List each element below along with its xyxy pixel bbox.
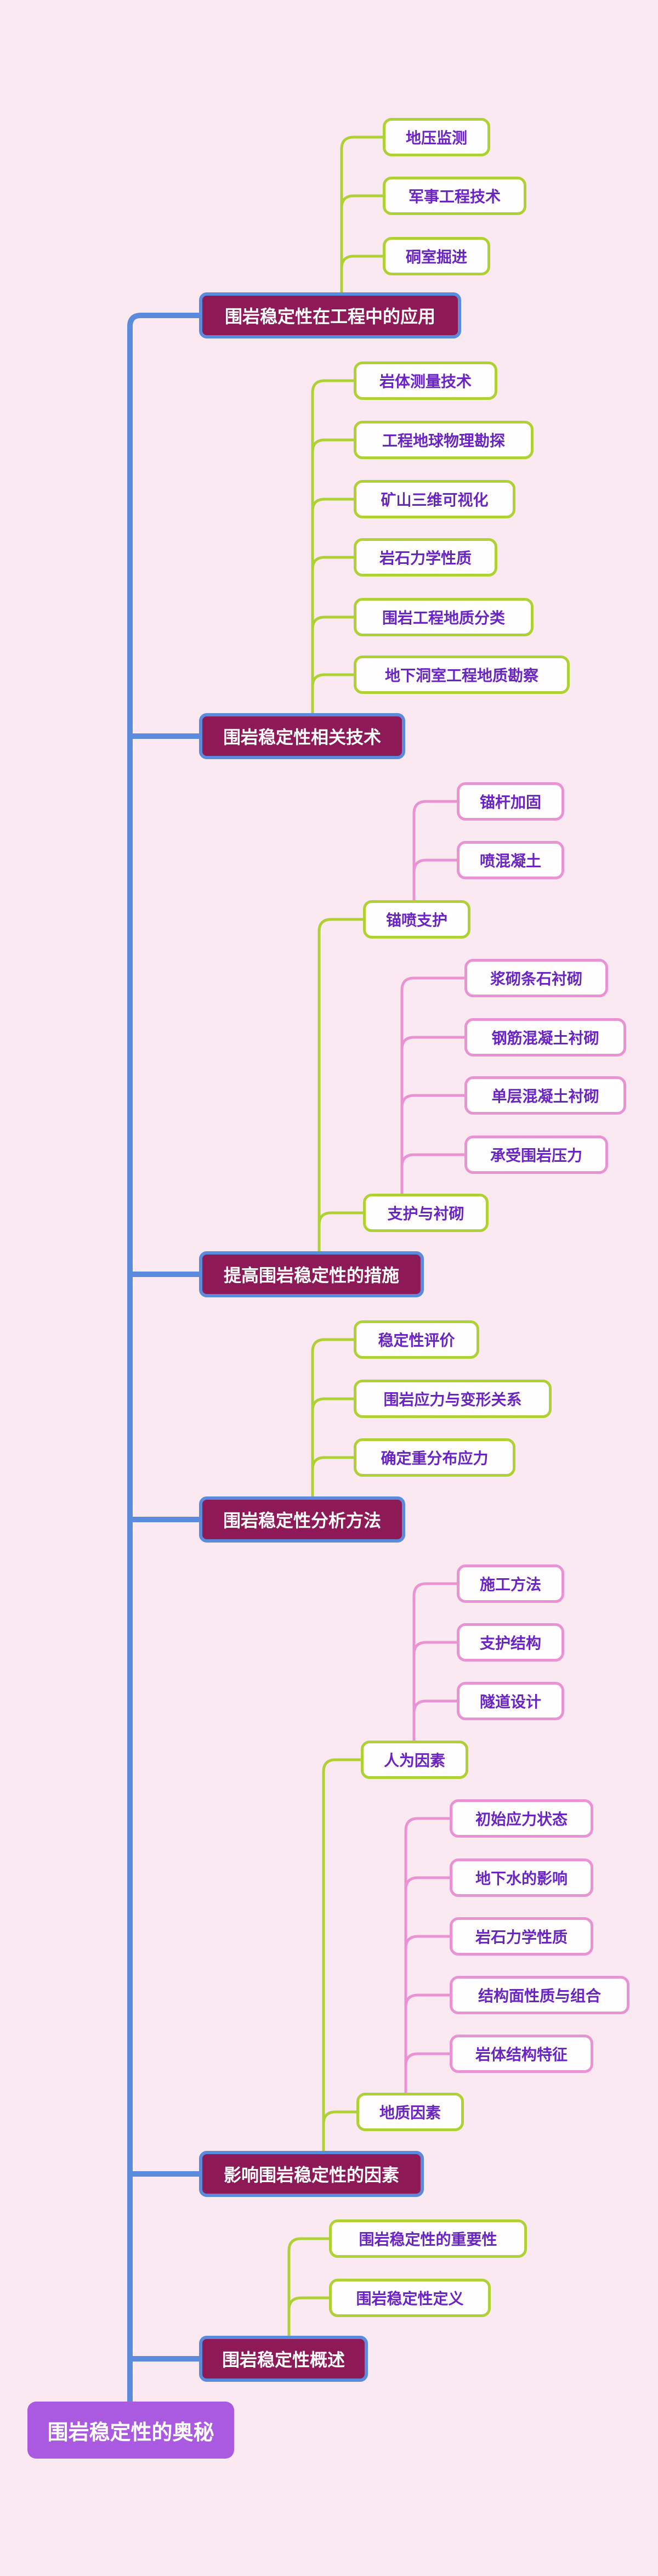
node-rock-mass-structure[interactable]: 岩体结构特征 [450,2035,593,2073]
level2-lines [287,135,384,2337]
node-ground-pressure-monitoring[interactable]: 地压监测 [383,118,490,156]
node-initial-stress-state[interactable]: 初始应力状态 [450,1799,593,1838]
node-groundwater-influence[interactable]: 地下水的影响 [450,1858,593,1897]
node-rock-mass-measurement[interactable]: 岩体测量技术 [354,361,497,400]
spine-lines [127,313,202,2404]
node-engineering-geophysical-exploration[interactable]: 工程地球物理勘探 [354,421,534,459]
branch-overview[interactable]: 围岩稳定性概述 [199,2336,368,2382]
node-chamber-excavation[interactable]: 硐室掘进 [383,237,490,275]
node-support-and-lining[interactable]: 支护与衬砌 [363,1194,489,1232]
node-bolt-shotcrete-support[interactable]: 锚喷支护 [363,900,470,939]
node-underground-cavern-survey[interactable]: 地下洞室工程地质勘察 [354,656,570,694]
node-stability-definition[interactable]: 围岩稳定性定义 [329,2279,491,2317]
node-bear-rock-pressure[interactable]: 承受围岩压力 [464,1136,608,1174]
node-support-structure[interactable]: 支护结构 [457,1623,564,1662]
node-stress-deformation-relation[interactable]: 围岩应力与变形关系 [354,1380,552,1418]
branch-analysis-methods[interactable]: 围岩稳定性分析方法 [199,1496,405,1543]
root-node[interactable]: 围岩稳定性的奥秘 [27,2402,234,2459]
branch-engineering-applications[interactable]: 围岩稳定性在工程中的应用 [199,292,461,338]
branch-improvement-measures[interactable]: 提高围岩稳定性的措施 [199,1251,424,1297]
branch-influencing-factors[interactable]: 影响围岩稳定性的因素 [199,2151,424,2197]
node-rock-bolt-reinforcement[interactable]: 锚杆加固 [457,782,564,821]
node-reinforced-concrete-lining[interactable]: 钢筋混凝土衬砌 [464,1018,626,1057]
node-stability-evaluation[interactable]: 稳定性评价 [354,1320,479,1359]
node-discontinuity-properties[interactable]: 结构面性质与组合 [450,1976,629,2014]
branch-related-technologies[interactable]: 围岩稳定性相关技术 [199,713,405,759]
node-stability-importance[interactable]: 围岩稳定性的重要性 [329,2219,527,2258]
node-construction-method[interactable]: 施工方法 [457,1564,564,1603]
node-rock-mechanical-properties-factor[interactable]: 岩石力学性质 [450,1917,593,1956]
node-shotcrete[interactable]: 喷混凝土 [457,841,564,879]
node-surrounding-rock-classification[interactable]: 围岩工程地质分类 [354,598,534,636]
node-geological-factors[interactable]: 地质因素 [356,2093,464,2131]
node-military-engineering-technology[interactable]: 军事工程技术 [383,177,526,215]
node-human-factors[interactable]: 人为因素 [361,1741,468,1779]
node-single-layer-concrete-lining[interactable]: 单层混凝土衬砌 [464,1076,626,1115]
node-rock-mechanical-properties[interactable]: 岩石力学性质 [354,538,497,577]
node-tunnel-design[interactable]: 隧道设计 [457,1682,564,1720]
node-mortar-stone-lining[interactable]: 浆砌条石衬砌 [464,959,608,997]
node-mine-3d-visualization[interactable]: 矿山三维可视化 [354,480,515,518]
node-redistributed-stress[interactable]: 确定重分布应力 [354,1438,515,1477]
